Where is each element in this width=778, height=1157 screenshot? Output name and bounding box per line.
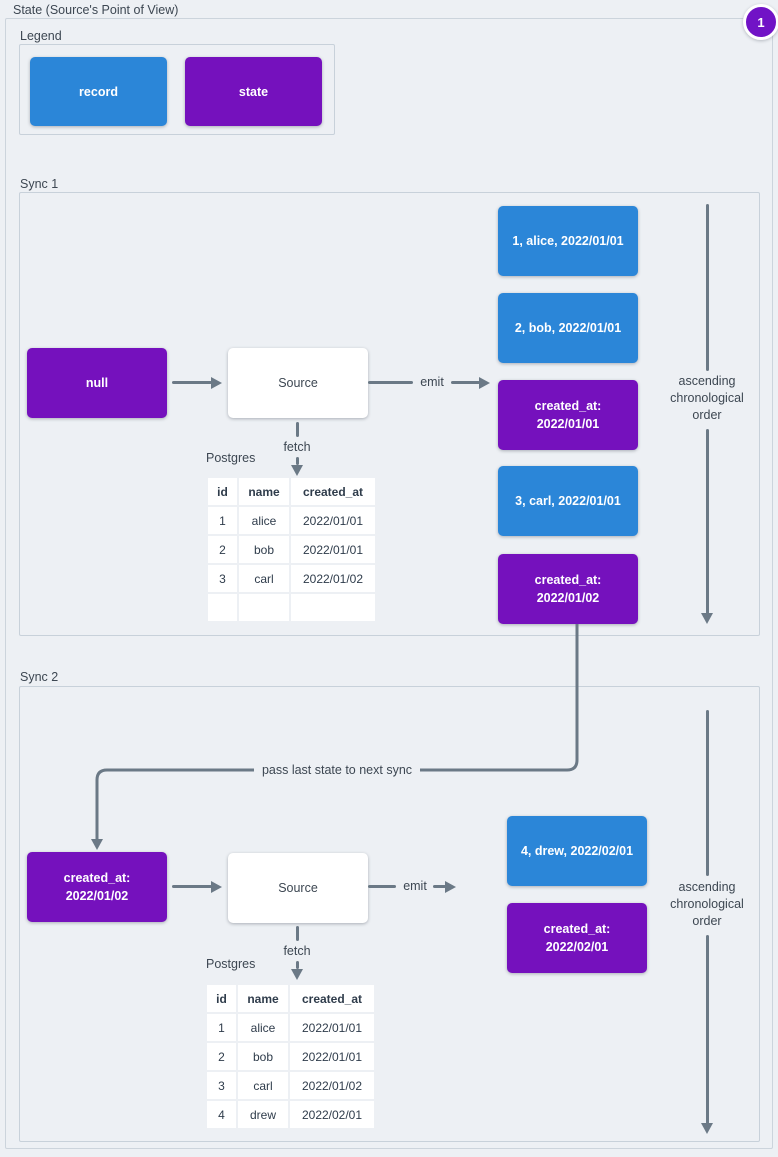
table-cell: 3 [207,1072,236,1099]
table-cell: alice [239,507,289,534]
sync1-fetch-label: fetch [283,440,311,454]
sync1-input-state-node: null [27,348,167,418]
table-header-cell: created_at [290,985,374,1012]
table-cell [208,594,237,621]
sync1-emitted-state-1: created_at: 2022/01/01 [498,380,638,450]
sync2-emit-arrowhead-icon [445,881,456,893]
sync2-emit-line-right [433,885,446,888]
sync2-postgres-table: id name created_at 1 alice 2022/01/01 2 … [207,985,374,1128]
sync2-fetch-label: fetch [283,944,311,958]
sync1-emit-line-left [368,381,413,384]
sync2-fetch-line-top [296,926,299,941]
table-cell: bob [239,536,289,563]
sync1-label: Sync 1 [20,177,59,191]
sync1-emitted-record-2: 2, bob, 2022/01/01 [498,293,638,363]
table-cell: 4 [207,1101,236,1128]
sync1-emit-line-right [451,381,480,384]
sync1-emitted-record-3: 3, carl, 2022/01/01 [498,466,638,536]
sync1-order-arrowhead-icon [701,613,713,624]
sync1-emitted-state-2: created_at: 2022/01/02 [498,554,638,624]
outer-container [5,18,773,1149]
table-cell: 3 [208,565,237,592]
sync1-fetch-arrowhead-icon [291,465,303,476]
table-cell: 2 [207,1043,236,1070]
sync2-source-node: Source [228,853,368,923]
sync2-emitted-record-1: 4, drew, 2022/02/01 [507,816,647,886]
sync2-order-line-top [706,710,709,876]
step-badge: 1 [743,4,778,40]
legend-state-swatch: state [185,57,322,126]
table-header-cell: created_at [291,478,375,505]
legend-record-swatch: record [30,57,167,126]
table-cell: 2022/01/02 [291,565,375,592]
sync2-state-to-source-arrowhead-icon [211,881,222,893]
table-cell: 2 [208,536,237,563]
table-cell: carl [239,565,289,592]
table-cell: alice [238,1014,288,1041]
sync1-order-line-top [706,204,709,371]
sync2-order-line-bottom [706,935,709,1124]
sync1-postgres-label: Postgres [206,451,256,465]
pass-state-label: pass last state to next sync [254,762,420,778]
table-header-cell: id [207,985,236,1012]
sync2-fetch-arrowhead-icon [291,969,303,980]
sync2-postgres-label: Postgres [206,957,256,971]
table-cell: 2022/01/01 [290,1043,374,1070]
table-cell [291,594,375,621]
sync1-fetch-line-bottom [296,457,299,465]
sync2-input-state-node: created_at: 2022/01/02 [27,852,167,922]
table-cell: carl [238,1072,288,1099]
table-cell: 1 [208,507,237,534]
sync1-order-note: ascending chronological order [670,374,744,422]
sync1-state-to-source-line [172,381,212,384]
sync1-postgres-table: id name created_at 1 alice 2022/01/01 2 … [208,478,375,621]
table-cell: 2022/01/01 [291,536,375,563]
sync1-emit-arrowhead-icon [479,377,490,389]
table-cell [239,594,289,621]
sync2-emit-label: emit [403,879,427,893]
sync2-order-arrowhead-icon [701,1123,713,1134]
table-cell: 2022/01/02 [290,1072,374,1099]
sync2-order-note: ascending chronological order [670,880,744,928]
sync2-state-to-source-line [172,885,212,888]
table-cell: 2022/01/01 [291,507,375,534]
table-header-cell: name [238,985,288,1012]
sync2-emitted-state-1: created_at: 2022/02/01 [507,903,647,973]
sync1-fetch-line-top [296,422,299,437]
table-cell: 2022/01/01 [290,1014,374,1041]
page-title: State (Source's Point of View) [13,3,179,17]
sync2-fetch-line-bottom [296,961,299,969]
table-header-cell: id [208,478,237,505]
table-cell: 1 [207,1014,236,1041]
sync1-order-line-bottom [706,429,709,614]
sync1-emit-label: emit [420,375,444,389]
sync2-emit-line-left [368,885,396,888]
sync2-label: Sync 2 [20,670,59,684]
sync1-source-node: Source [228,348,368,418]
table-cell: drew [238,1101,288,1128]
sync1-state-to-source-arrowhead-icon [211,377,222,389]
legend-panel [19,44,335,135]
legend-label: Legend [20,29,62,43]
table-cell: bob [238,1043,288,1070]
sync1-emitted-record-1: 1, alice, 2022/01/01 [498,206,638,276]
table-header-cell: name [239,478,289,505]
table-cell: 2022/02/01 [290,1101,374,1128]
